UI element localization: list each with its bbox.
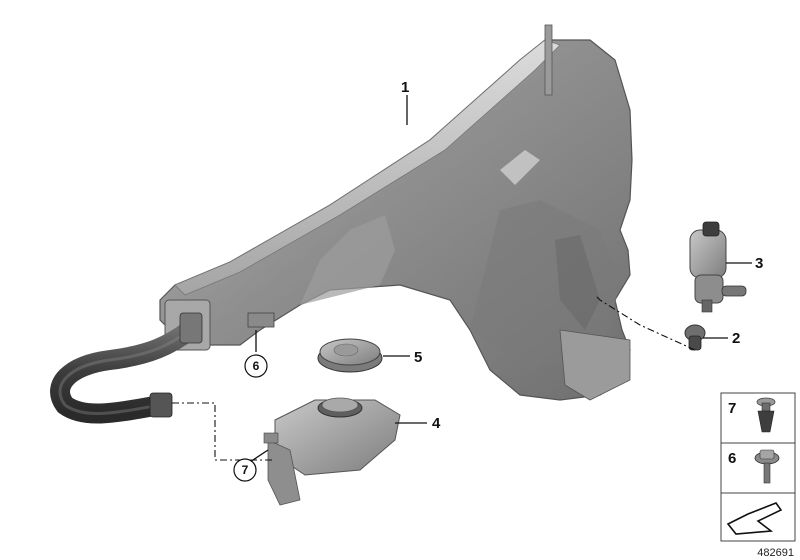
callout-3[interactable]: 3	[755, 255, 763, 272]
callout-6-circled[interactable]: 6	[244, 354, 268, 378]
washer-reservoir	[159, 24, 633, 401]
expanding-rivet-icon	[756, 397, 776, 433]
callout-6: 6	[253, 359, 260, 373]
callout-7: 7	[242, 463, 249, 477]
callout-5[interactable]: 5	[414, 349, 422, 366]
filler-neck	[263, 397, 401, 506]
leader-7	[249, 449, 269, 463]
callout-1[interactable]: 1	[401, 79, 409, 96]
legend-number-7[interactable]: 7	[728, 400, 736, 417]
washer-hose	[50, 312, 203, 424]
diagram-id: 482691	[757, 547, 794, 559]
callout-2[interactable]: 2	[732, 330, 740, 347]
grommet	[684, 324, 706, 351]
centerline-hose-neck	[172, 402, 275, 461]
collar-screw-icon	[754, 449, 780, 484]
centerline-pump-tank	[594, 294, 696, 351]
washer-pump	[689, 221, 747, 313]
fastener-legend: 7 6	[720, 392, 796, 542]
direction-arrow-icon[interactable]	[726, 502, 783, 535]
callout-4[interactable]: 4	[432, 415, 441, 432]
legend-number-6[interactable]: 6	[728, 450, 736, 467]
callout-7-circled[interactable]: 7	[233, 458, 257, 482]
filler-cap	[317, 338, 383, 373]
